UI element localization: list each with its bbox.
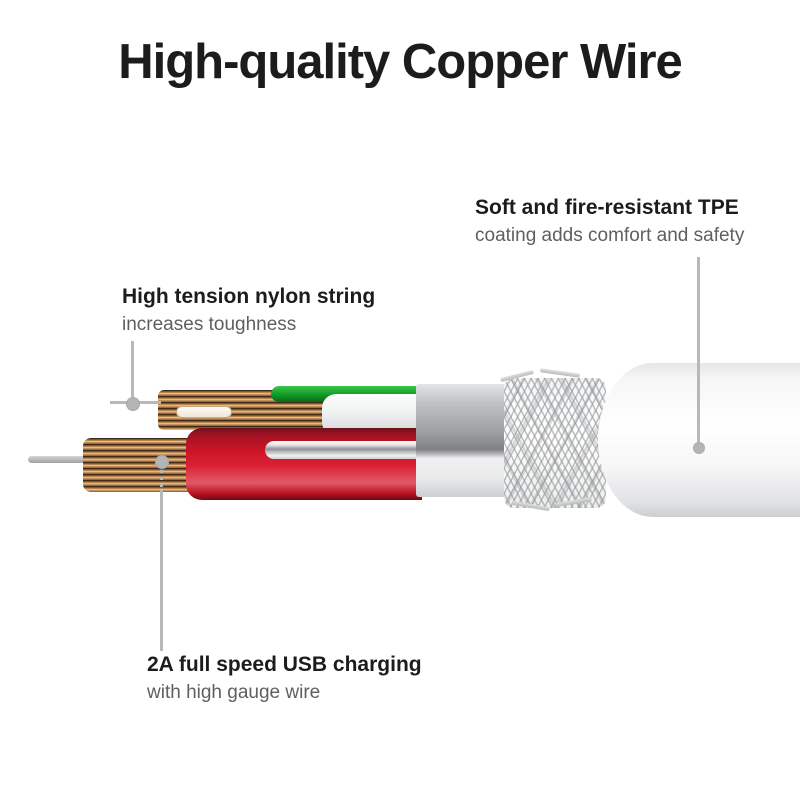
leader-line-nylon-vertical <box>131 341 134 403</box>
callout-nylon-heading: High tension nylon string <box>122 285 376 308</box>
silver-conductor-wire <box>265 441 427 459</box>
leader-line-usb-dotted <box>160 470 163 490</box>
loose-wire-stub <box>28 456 85 463</box>
callout-usb-heading: 2A full speed USB charging <box>147 653 422 676</box>
leader-line-usb-vertical <box>160 490 163 651</box>
braided-shield <box>504 378 606 508</box>
callout-tpe: Soft and fire-resistant TPE coating adds… <box>475 194 744 248</box>
page-title: High-quality Copper Wire <box>118 35 683 89</box>
leader-dot-usb <box>155 455 169 469</box>
copper-bundle-lower <box>83 438 203 492</box>
callout-nylon-subtext: increases toughness <box>122 314 297 335</box>
foil-shield-band <box>416 384 508 497</box>
braid-stray-strand <box>539 368 581 378</box>
leader-dot-tpe <box>693 442 705 454</box>
callout-tpe-subtext: coating adds comfort and safety <box>475 225 745 246</box>
leader-dot-nylon <box>126 397 140 411</box>
callout-usb-subtext: with high gauge wire <box>147 682 321 703</box>
callout-usb: 2A full speed USB charging with high gau… <box>147 651 422 705</box>
red-insulation-jacket <box>186 428 422 500</box>
callout-nylon: High tension nylon string increases toug… <box>122 283 375 337</box>
callout-tpe-heading: Soft and fire-resistant TPE <box>475 196 739 219</box>
nylon-string-strand <box>176 406 232 418</box>
leader-line-tpe-vertical <box>697 257 700 448</box>
